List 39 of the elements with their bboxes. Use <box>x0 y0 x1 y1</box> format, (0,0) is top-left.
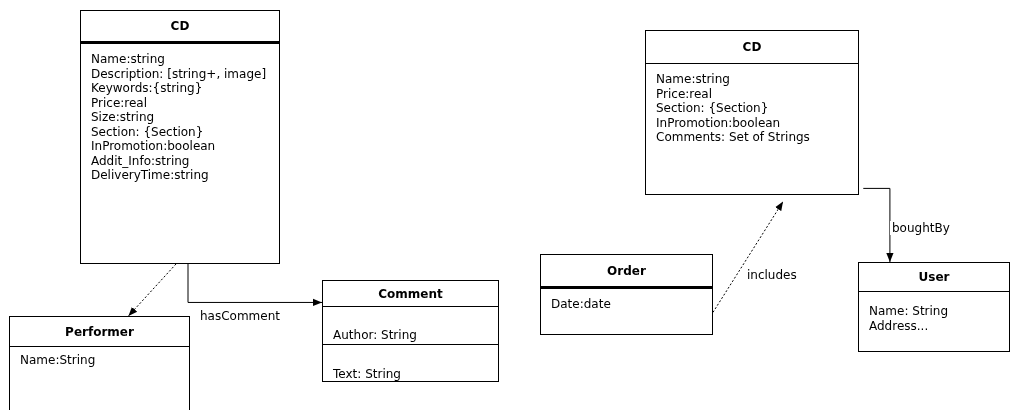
attribute-text: Address... <box>868 318 930 333</box>
attribute-text: InPromotion:boolean <box>90 139 217 154</box>
association-arrow <box>187 263 323 307</box>
class-box <box>645 30 859 195</box>
attribute-text: Date:date <box>550 297 612 312</box>
class-name: CD <box>646 31 858 64</box>
edge-label: includes <box>745 268 799 282</box>
class-name: CD <box>81 11 279 44</box>
attribute-text: DeliveryTime:string <box>90 168 210 183</box>
attribute-text: Name:string <box>90 52 166 67</box>
attribute-text: Size:string <box>90 110 156 125</box>
association-arrow <box>862 187 894 263</box>
attribute-text: Addit_Info:string <box>90 153 191 168</box>
attribute-text: Comments: Set of Strings <box>655 130 811 145</box>
class-box <box>322 280 499 382</box>
attribute-text: Price:real <box>655 86 714 101</box>
attribute-text: Description: [string+, image] <box>90 66 268 81</box>
attribute-text: Section: {Section} <box>90 124 205 139</box>
class-name: Performer <box>10 317 189 347</box>
association-arrow <box>127 263 177 317</box>
class-box <box>9 316 190 410</box>
attribute-text: Keywords:{string} <box>90 81 204 96</box>
class-name: Comment <box>323 281 498 307</box>
attribute-text: InPromotion:boolean <box>655 115 782 130</box>
attribute-text: Name: String <box>868 304 950 319</box>
class-name: User <box>859 263 1009 292</box>
attribute-text: Name:String <box>19 353 97 368</box>
class-box <box>858 262 1010 352</box>
attribute-text: Name:string <box>655 72 731 87</box>
attribute-text: Section: {Section} <box>655 101 770 116</box>
attribute-text: Author: String <box>332 327 418 342</box>
association-arrow <box>712 201 784 313</box>
class-box <box>540 254 713 335</box>
attribute-text: Price:real <box>90 95 149 110</box>
edge-label: boughtBy <box>890 221 952 235</box>
class-box <box>80 10 280 264</box>
attribute-text: Text: String <box>332 366 402 381</box>
class-name: Order <box>541 255 712 289</box>
edge-label: hasComment <box>198 309 282 323</box>
